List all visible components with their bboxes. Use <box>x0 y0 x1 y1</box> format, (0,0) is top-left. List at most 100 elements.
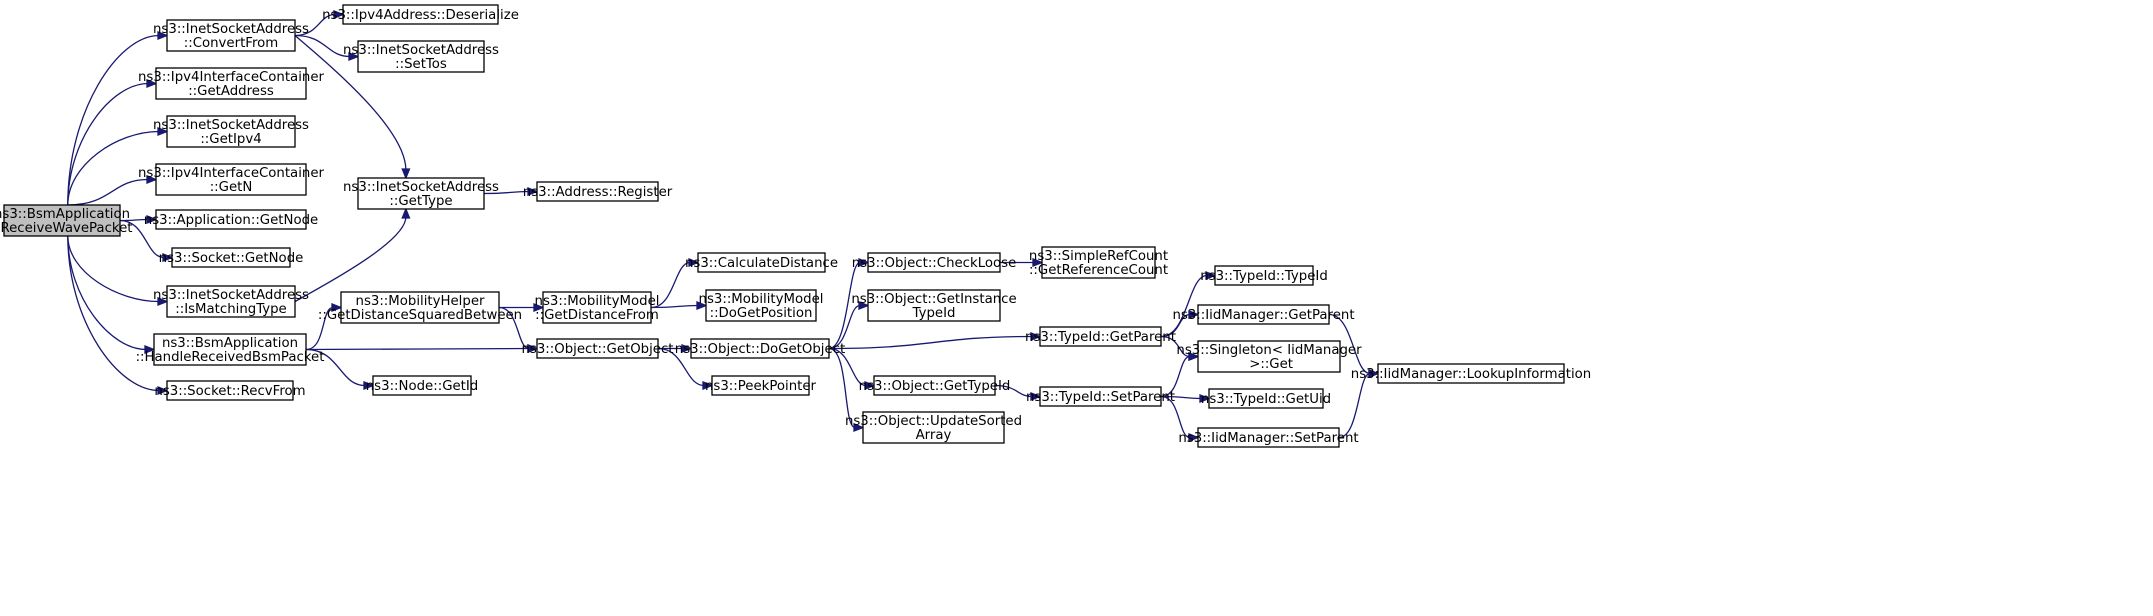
node-socket-recvfrom[interactable]: ns3::Socket::RecvFrom <box>154 380 306 401</box>
arrowhead <box>331 302 343 313</box>
node-box <box>1041 246 1156 279</box>
node-bsm-handlereceived[interactable]: ns3::BsmApplication::HandleReceivedBsmPa… <box>136 333 325 366</box>
node-object-dogetobject[interactable]: ns3::Object::DoGetObject <box>675 338 845 359</box>
edge-bsm-handlereceived-to-object-getobject <box>305 347 530 351</box>
node-label: ns3::Address::Register <box>523 185 673 200</box>
node-typeid-getparent[interactable]: ns3::TypeId::GetParent <box>1025 326 1176 347</box>
node-label: ns3::SimpleRefCount <box>1029 249 1168 264</box>
node-box <box>340 291 500 324</box>
edge-mobilityhelper-getdist-to-object-getobject <box>498 306 530 350</box>
node-box <box>155 209 307 230</box>
node-iidmanager-setparent[interactable]: ns3::IidManager::SetParent <box>1178 427 1359 448</box>
node-inet-ismatchingtype[interactable]: ns3::InetSocketAddress::IsMatchingType <box>153 285 309 318</box>
edge-root-to-inet-ismatchingtype <box>67 235 160 303</box>
edge-mobilitymodel-getdistfrom-to-mobilitymodel-dogetposition <box>650 304 699 309</box>
node-box <box>1208 388 1324 409</box>
edge-object-gettypeid-to-typeid-setparent <box>994 384 1033 398</box>
edge-root-to-ipv4-container-getaddress <box>67 82 149 206</box>
node-typeid-setparent[interactable]: ns3::TypeId::SetParent <box>1026 386 1175 407</box>
node-label: ::GetIpv4 <box>200 132 261 147</box>
node-calculatedistance[interactable]: ns3::CalculateDistance <box>685 252 838 273</box>
node-socket-getnode[interactable]: ns3::Socket::GetNode <box>159 247 304 268</box>
arrowhead <box>157 126 169 137</box>
node-label: ns3::CalculateDistance <box>685 256 838 271</box>
edge-object-dogetobject-to-object-getinstancetypeid <box>828 304 861 350</box>
arrowhead <box>1030 391 1042 402</box>
node-typeid-typeid[interactable]: ns3::TypeId::TypeId <box>1200 265 1328 286</box>
node-root[interactable]: ns3::BsmApplication::ReceiveWavePacket <box>0 204 133 237</box>
node-box <box>155 163 307 196</box>
node-mobilitymodel-getdistfrom[interactable]: ns3::MobilityModel::GetDistanceFrom <box>535 291 660 324</box>
node-label: ns3::MobilityHelper <box>356 294 485 309</box>
edge-mobilitymodel-getdistfrom-to-calculatedistance <box>650 261 691 309</box>
arrowhead <box>157 30 169 41</box>
node-label: ::GetAddress <box>188 84 274 99</box>
node-inet-settos[interactable]: ns3::InetSocketAddress::SetTos <box>343 40 499 73</box>
node-label: ns3::IidManager::LookupInformation <box>1351 367 1591 382</box>
arrowhead <box>1188 309 1200 320</box>
node-address-register[interactable]: ns3::Address::Register <box>523 181 673 202</box>
node-label: ::GetN <box>210 180 253 195</box>
edge-inet-ismatchingtype-to-inet-gettype <box>294 216 407 303</box>
node-box <box>690 338 830 359</box>
arrowhead <box>1188 432 1200 443</box>
node-label: ::GetReferenceCount <box>1029 263 1168 278</box>
node-label: ::ReceiveWavePacket <box>0 221 133 236</box>
arrowhead <box>533 302 545 313</box>
arrowhead <box>688 257 700 268</box>
node-label: ns3::Object::GetObject <box>521 342 673 357</box>
arrowhead <box>162 252 174 263</box>
node-box <box>873 375 996 396</box>
node-inet-gettype[interactable]: ns3::InetSocketAddress::GetType <box>343 177 499 210</box>
node-iidmanager-getparent[interactable]: ns3::IidManager::GetParent <box>1172 304 1355 325</box>
node-label: ns3::Node::GetId <box>366 379 479 394</box>
node-box <box>166 285 296 318</box>
node-mobilityhelper-getdist[interactable]: ns3::MobilityHelper::GetDistanceSquaredB… <box>318 291 522 324</box>
edge-root-to-socket-getnode <box>119 219 165 259</box>
node-box <box>155 67 307 100</box>
node-label: ns3::Application::GetNode <box>144 213 318 228</box>
node-box <box>1039 326 1162 347</box>
node-peekpointer[interactable]: ns3::PeekPointer <box>705 375 817 396</box>
node-label: ::GetDistanceFrom <box>535 308 659 323</box>
node-ipv4-container-getn[interactable]: ns3::Ipv4InterfaceContainer::GetN <box>138 163 325 196</box>
node-singleton-get[interactable]: ns3::Singleton< IidManager >::Get <box>1176 340 1362 373</box>
edge-typeid-setparent-to-typeid-getuid <box>1160 395 1202 400</box>
arrowhead <box>1030 331 1042 342</box>
node-object-checkloose[interactable]: ns3::Object::CheckLoose <box>852 252 1017 273</box>
edge-root-to-inet-getipv4 <box>67 130 160 206</box>
node-label: ::DoGetPosition <box>710 306 813 321</box>
nodes-layer: ns3::BsmApplication::ReceiveWavePacketns… <box>0 4 1591 448</box>
node-object-gettypeid[interactable]: ns3::Object::GetTypeId <box>859 375 1011 396</box>
node-label: ns3::MobilityModel <box>699 292 824 307</box>
arrowhead <box>1199 393 1211 404</box>
arrowhead <box>864 380 876 391</box>
node-simplerefcount-getrefcount[interactable]: ns3::SimpleRefCount::GetReferenceCount <box>1029 246 1168 279</box>
node-mobilitymodel-dogetposition[interactable]: ns3::MobilityModel::DoGetPosition <box>699 289 824 322</box>
arrowhead <box>1368 368 1380 379</box>
node-label: >::Get <box>1245 357 1293 372</box>
node-object-getobject[interactable]: ns3::Object::GetObject <box>521 338 674 359</box>
node-box <box>1377 363 1565 384</box>
arrowhead <box>363 380 375 391</box>
node-node-getid[interactable]: ns3::Node::GetId <box>366 375 479 396</box>
edge-object-dogetobject-to-object-gettypeid <box>828 347 867 387</box>
arrowhead <box>333 9 345 20</box>
node-application-getnode[interactable]: ns3::Application::GetNode <box>144 209 318 230</box>
node-box <box>166 380 294 401</box>
node-ipv4address-deserialize[interactable]: ns3::Ipv4Address::Deserialize <box>322 4 519 25</box>
node-iidmanager-lookupinfo[interactable]: ns3::IidManager::LookupInformation <box>1351 363 1591 384</box>
node-ipv4-container-getaddress[interactable]: ns3::Ipv4InterfaceContainer::GetAddress <box>138 67 325 100</box>
node-label: ::HandleReceivedBsmPacket <box>136 350 325 365</box>
node-box <box>536 181 659 202</box>
node-inet-getipv4[interactable]: ns3::InetSocketAddress::GetIpv4 <box>153 115 309 148</box>
edge-iidmanager-getparent-to-iidmanager-lookupinfo <box>1328 313 1371 375</box>
arrowhead <box>157 296 169 307</box>
arrowhead <box>146 78 158 89</box>
node-typeid-getuid[interactable]: ns3::TypeId::GetUid <box>1201 388 1331 409</box>
arrowhead <box>527 186 539 197</box>
node-inet-convertfrom[interactable]: ns3::InetSocketAddress::ConvertFrom <box>153 19 309 52</box>
arrowhead <box>853 422 865 433</box>
